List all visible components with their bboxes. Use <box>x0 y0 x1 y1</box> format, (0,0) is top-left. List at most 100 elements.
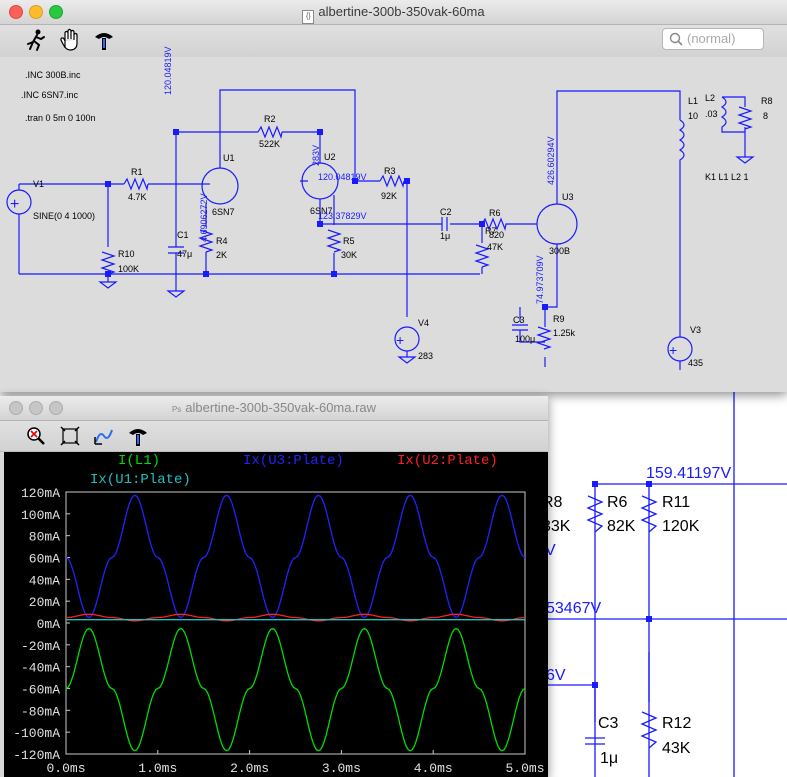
trace-ix-u3-plate[interactable] <box>65 494 526 619</box>
u1-name: U1 <box>223 153 235 163</box>
y-tick-label: 0mA <box>37 617 61 632</box>
r3-name: R3 <box>384 166 396 176</box>
bg-r11-name: R11 <box>662 494 691 511</box>
u2-plate-voltage: 120.04819V <box>318 172 367 182</box>
v4-name: V4 <box>418 318 430 328</box>
plot-close-button[interactable] <box>9 401 23 415</box>
legend-ix-u3-plate[interactable]: Ix(U3:Plate) <box>243 453 344 469</box>
u1-cathode-voltage: 4.6906272V <box>199 193 209 242</box>
v3-name: V3 <box>690 325 702 335</box>
bg-right-edge-v: V <box>548 542 556 559</box>
schematic-canvas[interactable]: + + + .INC 300B.inc .INC 6SN7.inc .tran … <box>0 46 787 392</box>
background-schematic <box>548 392 787 777</box>
legend-ix-u1-plate[interactable]: Ix(U1:Plate) <box>90 472 191 488</box>
r6-name: R6 <box>489 208 501 218</box>
plot-probe-hammer-icon[interactable] <box>126 424 150 448</box>
y-tick-label: -40mA <box>21 661 60 676</box>
y-tick-label: 40mA <box>29 573 60 588</box>
u1-plate-voltage: 120.04819V <box>163 46 173 95</box>
x-tick-label: 2.0ms <box>230 761 269 776</box>
schematic-toolbar: (normal) <box>0 25 787 58</box>
r7-name: R7 <box>485 226 497 236</box>
x-tick-label: 4.0ms <box>414 761 453 776</box>
c2-name: C2 <box>440 207 452 217</box>
l1-name: L1 <box>688 96 699 106</box>
zoom-button[interactable] <box>49 5 63 19</box>
zoom-to-fit-icon[interactable] <box>24 424 48 448</box>
y-tick-label: 80mA <box>29 530 60 545</box>
r9-name: R9 <box>553 314 565 324</box>
trace-i-l1[interactable] <box>65 627 526 752</box>
x-tick-label: 5.0ms <box>505 761 544 776</box>
plot-frame <box>65 491 526 755</box>
r6-value: 820 <box>489 230 505 240</box>
r5-value: 30K <box>341 250 358 260</box>
r7-value: 47K <box>487 242 504 252</box>
schematic-title: albertine-300b-350vak-60ma <box>318 4 485 19</box>
search-placeholder: (normal) <box>687 31 736 46</box>
v1-name: V1 <box>33 179 45 189</box>
y-tick-label: 20mA <box>29 595 60 610</box>
directive-inc-300b: .INC 300B.inc <box>25 70 81 80</box>
r5-name: R5 <box>343 236 355 246</box>
pick-trace-icon[interactable] <box>92 424 116 448</box>
legend-ix-u2-plate[interactable]: Ix(U2:Plate) <box>397 453 498 469</box>
r1-name: R1 <box>131 167 143 177</box>
search-field[interactable]: (normal) <box>662 28 764 50</box>
y-tick-label: -100mA <box>13 726 60 741</box>
bg-voltage-top: 159.41197V <box>646 465 732 482</box>
v3-value: 435 <box>688 358 704 368</box>
plot-toolbar <box>0 421 548 452</box>
svg-text:+: + <box>669 342 677 358</box>
minimize-button[interactable] <box>29 5 43 19</box>
v4-value: 283 <box>418 351 434 361</box>
v1-value: SINE(0 4 1000) <box>33 211 96 221</box>
r9-value: 1.25k <box>553 328 576 338</box>
r1-value: 4.7K <box>128 192 147 202</box>
document-icon: {} <box>302 10 315 24</box>
y-tick-label: -20mA <box>21 639 60 654</box>
u2-value: 6SN7 <box>310 206 333 216</box>
r8-name: R8 <box>761 96 773 106</box>
r10-name: R10 <box>118 249 135 259</box>
legend-i-l1[interactable]: I(L1) <box>118 453 161 469</box>
bg-r11-value: 120K <box>662 518 700 535</box>
y-tick-label: -120mA <box>13 748 60 763</box>
autorange-icon[interactable] <box>58 424 82 448</box>
r2-name: R2 <box>264 114 276 124</box>
y-tick-label: -80mA <box>21 704 60 719</box>
bg-r12-value: 43K <box>662 740 691 757</box>
l2-name: L2 <box>705 93 716 103</box>
bg-voltage-low: 6V <box>548 667 566 684</box>
bg-r8-name: R8 <box>548 494 563 511</box>
probe-hammer-icon[interactable] <box>92 28 116 52</box>
u2-cathode-voltage: 123.37829V <box>318 211 367 221</box>
background-schematic-window: 159.41197V R8 33K V R6 82K R11 120K 5346… <box>548 392 787 777</box>
close-button[interactable] <box>9 5 23 19</box>
x-tick-label: 3.0ms <box>322 761 361 776</box>
r3-value: 92K <box>381 191 398 201</box>
plot-minimize-button[interactable] <box>29 401 43 415</box>
l2-value: .03 <box>705 109 718 119</box>
plot-zoom-button[interactable] <box>49 401 63 415</box>
c1-name: C1 <box>177 230 189 240</box>
run-icon[interactable] <box>24 28 48 52</box>
r4-value: 2K <box>216 250 228 260</box>
c2-value: 1μ <box>440 231 451 241</box>
bg-c3-value: 1μ <box>600 750 619 767</box>
u3-value: 300B <box>549 246 571 256</box>
u3-cathode-voltage: 74.973709V <box>535 255 545 304</box>
y-tick-label: -60mA <box>21 683 60 698</box>
r8-value: 8 <box>763 111 769 121</box>
halt-hand-icon[interactable] <box>58 28 82 52</box>
y-tick-label: 100mA <box>21 508 60 523</box>
u2-name: U2 <box>324 152 336 162</box>
bg-r6-value: 82K <box>607 518 636 535</box>
waveform-chart: 120mA100mA80mA60mA40mA20mA0mA-20mA-40mA-… <box>13 486 544 776</box>
c3-name: C3 <box>513 315 525 325</box>
directive-inc-6sn7: .INC 6SN7.inc <box>21 90 79 100</box>
c1-value: 47μ <box>177 249 193 259</box>
